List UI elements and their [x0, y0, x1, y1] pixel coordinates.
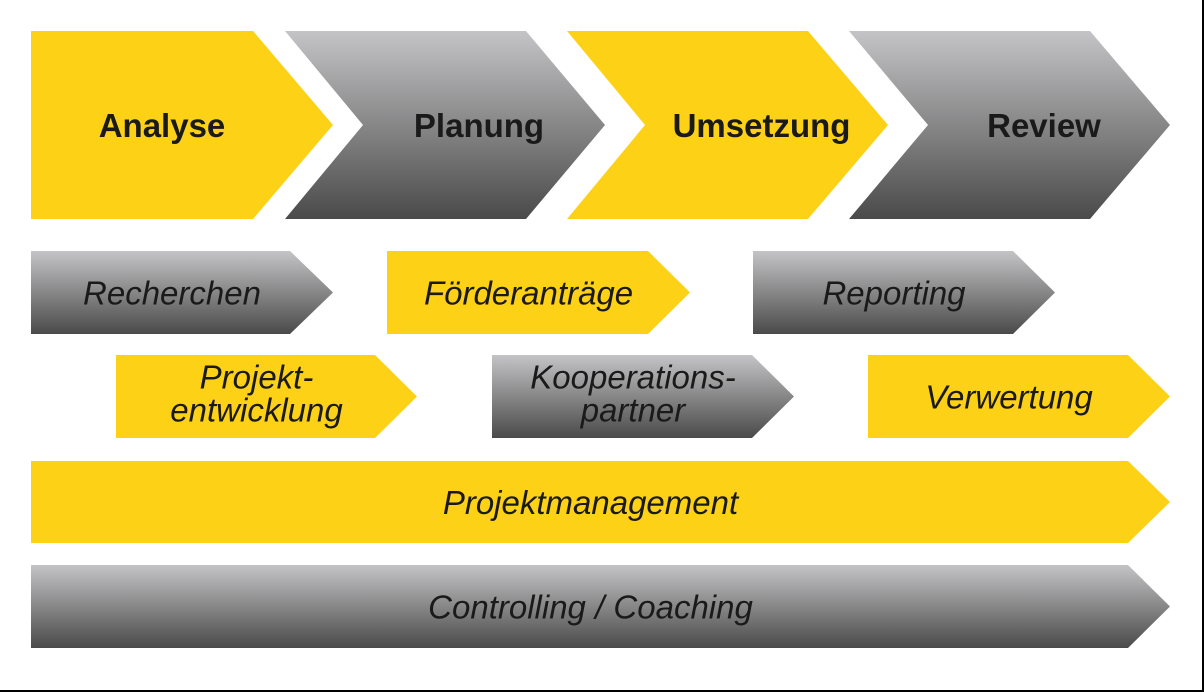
task-arrow-controlling-coaching: [31, 565, 1170, 648]
task-label-förderanträge: Förderanträge: [424, 275, 633, 312]
task-label-verwertung: Verwertung: [925, 379, 1093, 416]
phase-arrow-planung: [285, 31, 605, 219]
task-label-controlling-coaching: Controlling / Coaching: [428, 589, 753, 626]
task-arrow-verwertung: [868, 355, 1170, 438]
task-label-reporting: Reporting: [822, 275, 966, 312]
phase-arrow-review: [849, 31, 1170, 219]
phase-arrow-analyse: [31, 31, 333, 219]
task-arrow-reporting: [753, 251, 1055, 334]
phase-label-planung: Planung: [414, 107, 544, 144]
task-label-recherchen: Recherchen: [83, 275, 261, 312]
phase-label-review: Review: [987, 107, 1101, 144]
task-arrow-kooperations-partner: [492, 355, 794, 438]
task-label-kooperations-partner: partner: [580, 392, 688, 429]
task-arrow-recherchen: [31, 251, 333, 334]
phase-label-umsetzung: Umsetzung: [673, 107, 851, 144]
task-arrow-projekt-entwicklung: [116, 355, 417, 438]
phase-label-analyse: Analyse: [99, 107, 226, 144]
task-arrow-förderanträge: [387, 251, 690, 334]
task-label-projektmanagement: Projektmanagement: [443, 484, 740, 521]
task-label-projekt-entwicklung: entwicklung: [170, 392, 343, 429]
phase-arrow-umsetzung: [567, 31, 888, 219]
task-arrow-projektmanagement: [31, 461, 1170, 543]
task-label-kooperations-partner: Kooperations-: [530, 359, 735, 396]
task-label-projekt-entwicklung: Projekt-: [200, 359, 314, 396]
